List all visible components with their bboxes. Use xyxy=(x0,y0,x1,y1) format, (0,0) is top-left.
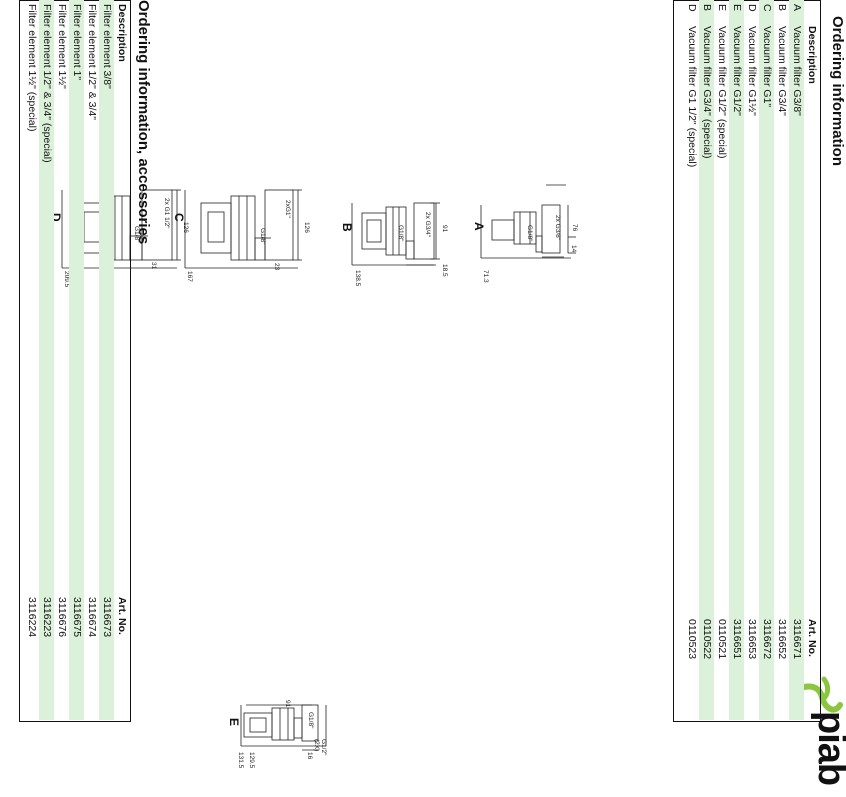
drawing-d-gauge: G1/8" xyxy=(133,226,140,243)
row-art-no: 3116223 xyxy=(39,593,54,720)
drawing-e-gauge: G1/8" xyxy=(307,712,314,729)
drawing-b-offset: 18.5 xyxy=(441,264,448,277)
drawing-e xyxy=(240,704,327,751)
row-description: Filter element 1½" xyxy=(56,4,68,89)
row-description: Filter element 3/8" xyxy=(99,0,114,593)
drawing-a-gauge: G1/8" xyxy=(526,225,533,242)
table-row: Filter element 1/2" & 3/4" 3116674 xyxy=(84,0,99,720)
drawing-d-label: D xyxy=(49,213,63,222)
piab-swoosh-icon xyxy=(801,676,843,713)
drawing-d-height: 126 xyxy=(182,222,189,233)
drawing-e-height: 91 xyxy=(284,700,291,708)
drawing-a-label: A xyxy=(472,222,486,231)
drawing-c-offset: 23 xyxy=(273,263,280,271)
row-art-no: 3116224 xyxy=(26,597,38,638)
table-row: Filter element 1" 3116675 xyxy=(69,0,84,720)
row-art-no: 3116675 xyxy=(69,593,84,720)
row-description: Filter element 1½" (special) xyxy=(26,4,38,132)
table-row: Filter element 1½" (special) 3116224 xyxy=(24,0,39,720)
drawing-e-inner-length: 129.5 xyxy=(248,752,255,769)
row-description: Filter element 1" xyxy=(69,0,84,593)
drawing-b-thread: 2x G3/4" xyxy=(424,212,431,238)
drawing-b xyxy=(351,202,440,266)
row-art-no: 3116674 xyxy=(86,597,98,638)
row-art-no: 3116673 xyxy=(99,593,114,720)
drawing-b-label: B xyxy=(340,223,354,232)
drawing-a-height: 76 xyxy=(571,224,578,232)
drawing-c xyxy=(184,189,302,269)
row-description: Filter element 1/2" & 3/4" (special) xyxy=(39,0,54,593)
drawing-c-gauge: G1/8" xyxy=(259,228,266,245)
drawing-e-label: E xyxy=(227,718,241,726)
drawing-d-length: 209.5 xyxy=(63,271,70,288)
row-description: Filter element 1/2" & 3/4" xyxy=(86,4,98,121)
accessories-header-art-no: Art. No. xyxy=(116,597,128,635)
accessories-title: Ordering information, accessories xyxy=(135,0,152,245)
drawing-b-length: 138.5 xyxy=(354,270,361,287)
drawing-a-thread: 2x G3/8" xyxy=(554,215,561,241)
drawing-c-label: C xyxy=(172,213,186,222)
drawing-a xyxy=(480,184,576,259)
piab-logo: piab xyxy=(796,675,846,797)
drawing-a-length: 71.3 xyxy=(482,270,489,283)
drawing-e-thread-count: (2X) xyxy=(313,739,320,751)
drawing-a-offset: 14 xyxy=(570,245,577,253)
table-row: Filter element 1½" 3116676 xyxy=(54,0,69,720)
drawing-b-height: 91 xyxy=(441,225,448,233)
row-art-no: 3116676 xyxy=(56,597,68,638)
table-row: Filter element 1/2" & 3/4" (special) 311… xyxy=(39,0,54,720)
drawing-c-thread: 2xG1" xyxy=(284,200,291,219)
drawing-e-thread: G1/2" xyxy=(320,739,327,756)
drawing-b-gauge: G1/8" xyxy=(397,225,404,242)
drawing-c-length: 167 xyxy=(186,271,193,282)
drawing-c-height: 126 xyxy=(303,222,310,233)
drawing-e-outer-length: 131.5 xyxy=(237,752,244,769)
drawing-d-thread: 2x G1 1/2" xyxy=(163,198,170,229)
drawing-e-offset: 16 xyxy=(306,752,313,760)
drawing-d-offset: 31 xyxy=(150,262,157,270)
table-row: Filter element 3/8" 3116673 xyxy=(99,0,114,720)
accessories-header-description: Description xyxy=(116,4,128,62)
accessories-table: Description Art. No. Filter element 3/8"… xyxy=(24,0,129,720)
